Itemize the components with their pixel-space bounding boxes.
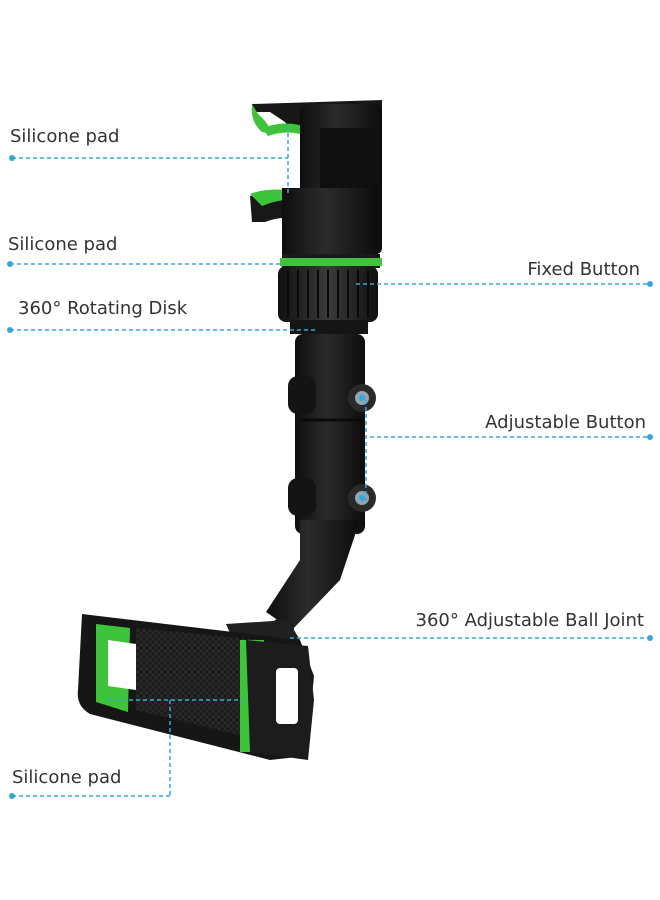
- leader-lines: [10, 126, 650, 797]
- label-ball-joint: 360° Adjustable Ball Joint: [415, 610, 645, 631]
- label-rotating-disk: 360° Rotating Disk: [18, 298, 188, 319]
- phone-cradle: [77, 614, 314, 760]
- label-bottom-silicone-pad: Silicone pad: [12, 767, 122, 788]
- adjustable-arm: [266, 334, 376, 642]
- label-mid-silicone-pad: Silicone pad: [8, 234, 118, 255]
- top-clamp: [250, 100, 382, 258]
- green-ring: [280, 258, 382, 266]
- label-top-silicone-pad: Silicone pad: [10, 126, 120, 147]
- label-adjustable-button: Adjustable Button: [485, 412, 646, 433]
- callout-dot: [7, 155, 653, 799]
- label-fixed-button: Fixed Button: [527, 259, 640, 280]
- rotating-disk: [278, 254, 382, 334]
